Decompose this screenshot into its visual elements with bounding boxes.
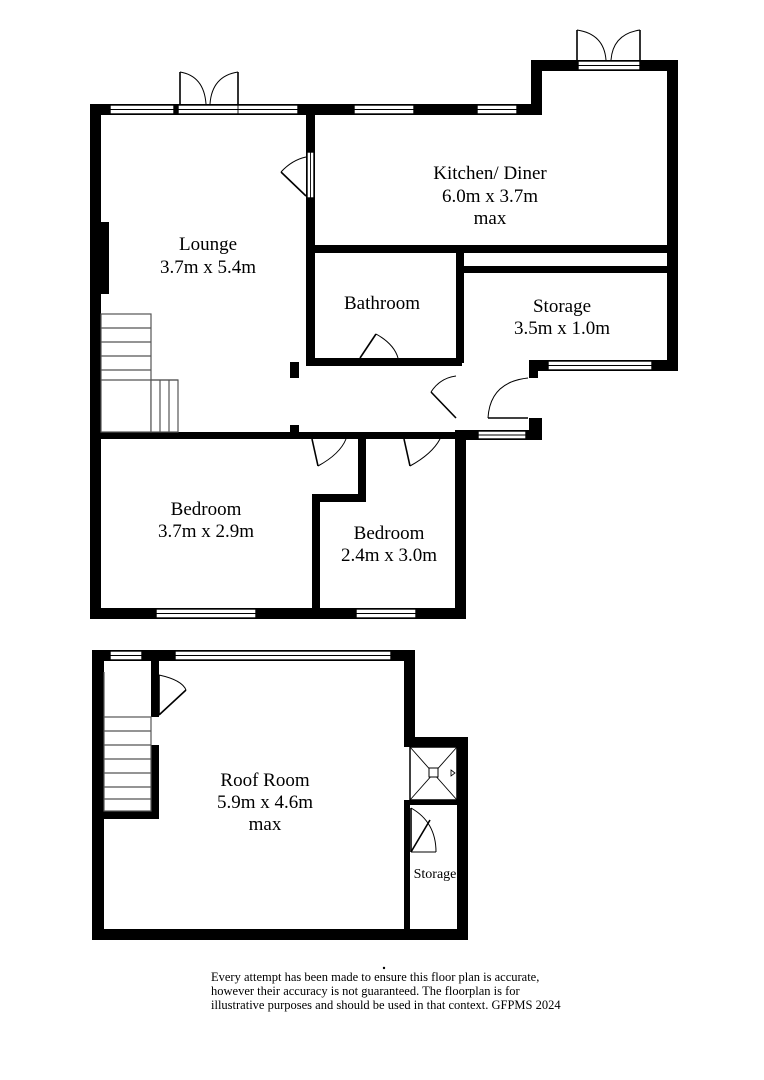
storage-label: Storage <box>533 296 591 317</box>
disclaimer-line-2: however their accuracy is not guaranteed… <box>211 984 521 998</box>
kitchen-size: 6.0m x 3.7m <box>442 186 538 207</box>
ground-floor: Lounge 3.7m x 5.4m Kitchen/ Diner 6.0m x… <box>90 29 678 619</box>
roof-floor: Roof Room 5.9m x 4.6m max Storage <box>92 650 468 940</box>
lounge-label: Lounge <box>179 234 237 255</box>
bathroom-label: Bathroom <box>344 293 420 314</box>
roof-room-label: Roof Room <box>220 770 309 791</box>
windows <box>109 60 653 619</box>
french-doors-lounge <box>179 71 239 105</box>
front-door <box>487 377 529 419</box>
kitchen-label: Kitchen/ Diner <box>433 163 547 184</box>
roof-room-note: max <box>249 814 282 835</box>
lounge-size: 3.7m x 5.4m <box>160 257 256 278</box>
door-hall-storage <box>430 375 457 419</box>
door-lounge-kitchen <box>280 156 307 197</box>
bedroom-1-size: 3.7m x 2.9m <box>158 521 254 542</box>
shower-tray-icon <box>409 746 458 801</box>
storage-size: 3.5m x 1.0m <box>514 318 610 339</box>
roof-room-size: 5.9m x 4.6m <box>217 792 313 813</box>
roof-interior-walls <box>104 661 459 930</box>
roof-storage-label: Storage <box>414 867 457 882</box>
roof-stairs <box>103 672 152 812</box>
ground-stairs <box>100 313 179 433</box>
door-bathroom <box>359 333 399 359</box>
door-roof-storage <box>410 807 437 853</box>
bedroom-2-size: 2.4m x 3.0m <box>341 545 437 566</box>
french-doors-kitchen <box>576 29 641 61</box>
interior-walls <box>101 115 667 612</box>
disclaimer: Every attempt has been made to ensure th… <box>211 966 561 1012</box>
door-bedroom-2 <box>403 438 441 467</box>
disclaimer-line-1: Every attempt has been made to ensure th… <box>211 970 539 984</box>
door-roof-stairs <box>158 674 187 716</box>
door-bedroom-1 <box>311 438 347 467</box>
disclaimer-line-3: illustrative purposes and should be used… <box>211 998 561 1012</box>
kitchen-note: max <box>474 208 507 229</box>
bedroom-1-label: Bedroom <box>171 499 242 520</box>
roof-windows <box>109 650 392 661</box>
bedroom-2-label: Bedroom <box>354 523 425 544</box>
